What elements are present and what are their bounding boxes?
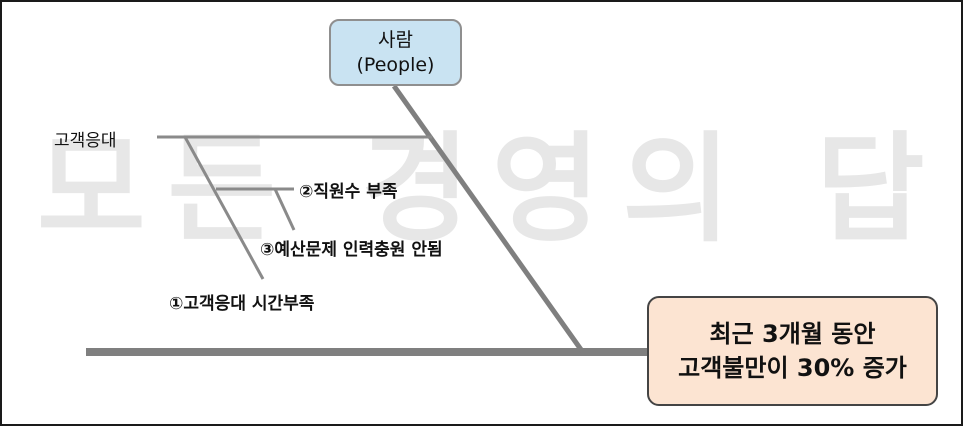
cause-label-time-shortage: ①고객응대 시간부족 bbox=[169, 294, 315, 314]
watermark-text: 모든 경영의 답 bbox=[37, 120, 947, 258]
problem-line-1: 최근 3개월 동안 bbox=[709, 320, 876, 348]
category-bone-line bbox=[391, 84, 585, 353]
problem-statement-box: 최근 3개월 동안 고객불만이 30% 증가 bbox=[647, 296, 938, 406]
cause-label-budget-issue: ③예산문제 인력충원 안됨 bbox=[260, 240, 443, 260]
problem-line-2: 고객불만이 30% 증가 bbox=[678, 354, 907, 382]
sub-bone-line-3 bbox=[273, 188, 296, 231]
category-box-people: 사람 (People) bbox=[329, 19, 462, 86]
category-name-english: (People) bbox=[356, 53, 435, 76]
sub-bone-line-1 bbox=[183, 136, 265, 280]
category-name: 사람 bbox=[378, 28, 413, 51]
branch-label-customer-service: 고객응대 bbox=[54, 131, 117, 151]
cause-label-staff-shortage: ②직원수 부족 bbox=[299, 182, 398, 202]
